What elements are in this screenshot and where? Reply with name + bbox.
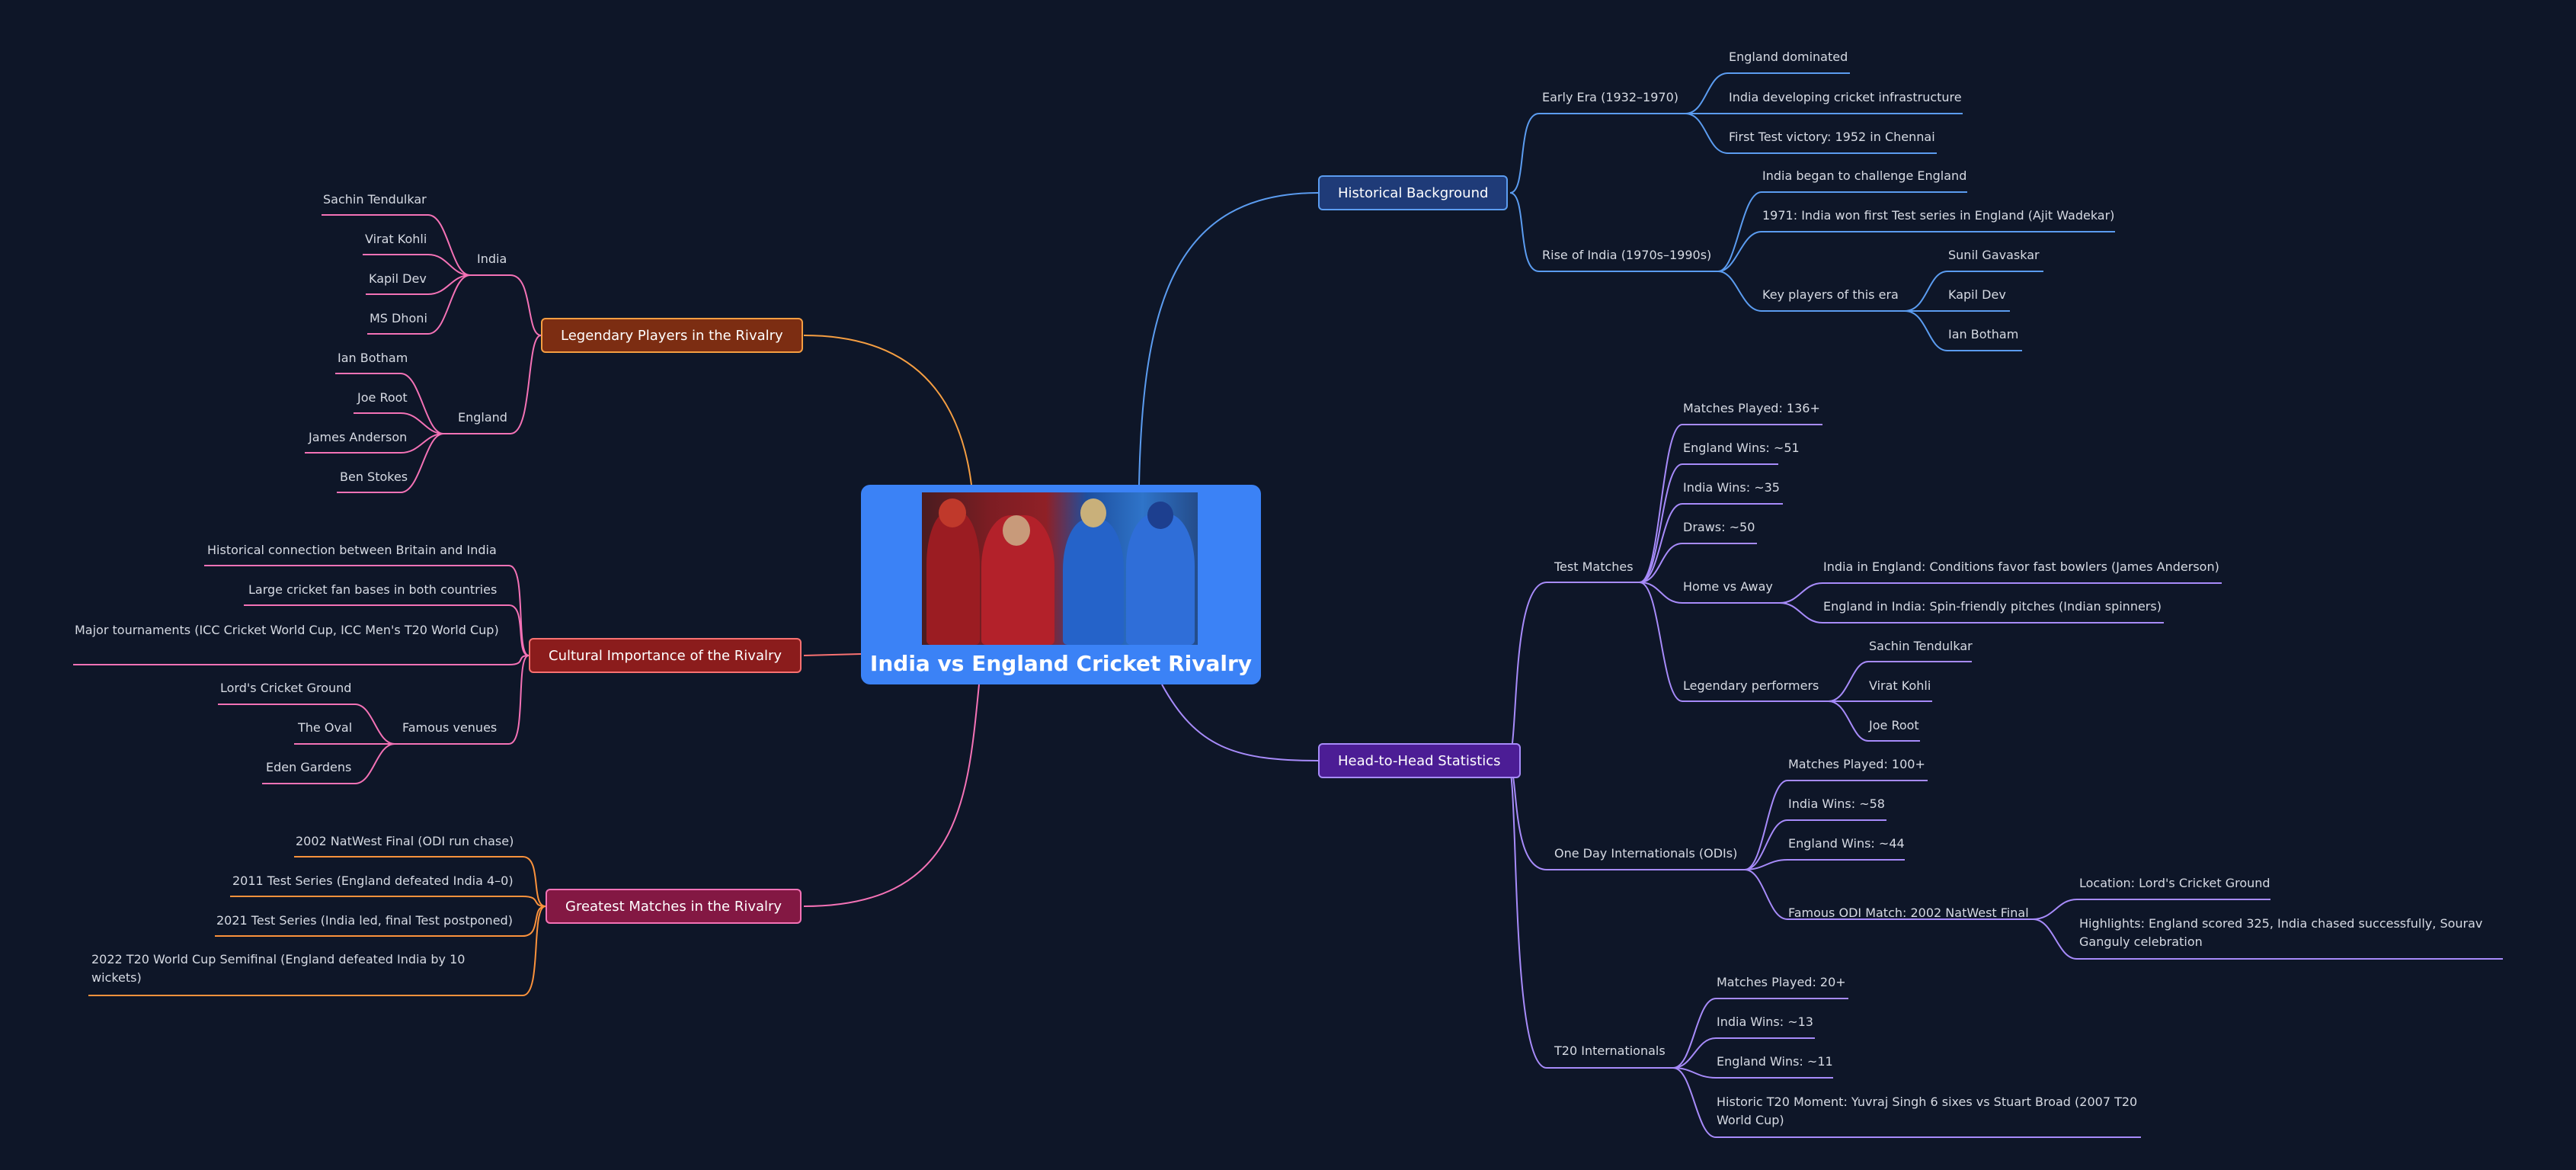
root-topic[interactable]: India vs England Cricket Rivalry bbox=[861, 485, 1261, 684]
topic-sachin-tendulkar[interactable]: Sachin Tendulkar bbox=[323, 192, 427, 207]
topic-india-developing[interactable]: India developing cricket infrastructure bbox=[1729, 90, 1962, 104]
topic-the-oval[interactable]: The Oval bbox=[298, 720, 353, 735]
connector-root-stats bbox=[1161, 684, 1319, 761]
topic-ian-botham-era[interactable]: Ian Botham bbox=[1948, 327, 2019, 341]
topic-rise-of-india[interactable]: Rise of India (1970s–1990s) bbox=[1542, 248, 1712, 262]
topic-eden-gardens[interactable]: Eden Gardens bbox=[266, 760, 352, 774]
topic-key-players-era[interactable]: Key players of this era bbox=[1762, 287, 1899, 302]
connector-root-legendary bbox=[803, 335, 972, 486]
topic-test-matches-played[interactable]: Matches Played: 136+ bbox=[1683, 401, 1820, 415]
topic-lords-cricket-ground[interactable]: Lord's Cricket Ground bbox=[220, 681, 352, 695]
topic-india-in-england[interactable]: India in England: Conditions favor fast … bbox=[1823, 559, 2219, 574]
topic-test-draws[interactable]: Draws: ~50 bbox=[1683, 520, 1755, 534]
topic-fan-bases[interactable]: Large cricket fan bases in both countrie… bbox=[248, 582, 498, 597]
branch-historical-background[interactable]: Historical Background bbox=[1318, 175, 1509, 210]
root-title: India vs England Cricket Rivalry bbox=[869, 651, 1253, 676]
topic-home-vs-away[interactable]: Home vs Away bbox=[1683, 579, 1773, 594]
topic-kapil-dev[interactable]: Kapil Dev bbox=[369, 271, 427, 286]
topic-ms-dhoni[interactable]: MS Dhoni bbox=[370, 311, 427, 325]
connector-root-cultural bbox=[803, 653, 862, 656]
topic-performer-sachin[interactable]: Sachin Tendulkar bbox=[1869, 639, 1973, 653]
topic-early-era[interactable]: Early Era (1932–1970) bbox=[1542, 90, 1678, 104]
topic-england-dominated[interactable]: England dominated bbox=[1729, 50, 1848, 64]
topic-kapil-dev-era[interactable]: Kapil Dev bbox=[1948, 287, 2006, 302]
connector-root-greatest bbox=[803, 684, 980, 907]
topic-ben-stokes[interactable]: Ben Stokes bbox=[340, 470, 408, 484]
topic-odi-england-wins[interactable]: England Wins: ~44 bbox=[1788, 836, 1905, 851]
topic-england-in-india[interactable]: England in India: Spin-friendly pitches … bbox=[1823, 599, 2162, 614]
branch-head-to-head-statistics[interactable]: Head-to-Head Statistics bbox=[1318, 743, 1521, 778]
topic-historical-connection[interactable]: Historical connection between Britain an… bbox=[207, 543, 497, 557]
topic-1971-series[interactable]: 1971: India won first Test series in Eng… bbox=[1762, 208, 2115, 223]
cricket-players-photo bbox=[922, 492, 1198, 645]
topic-test-matches[interactable]: Test Matches bbox=[1554, 559, 1634, 574]
topic-famous-venues[interactable]: Famous venues bbox=[402, 720, 498, 735]
topic-famous-odi-match[interactable]: Famous ODI Match: 2002 NatWest Final bbox=[1788, 906, 2029, 920]
topic-legendary-performers[interactable]: Legendary performers bbox=[1683, 678, 1819, 693]
branch-legendary-players[interactable]: Legendary Players in the Rivalry bbox=[541, 318, 803, 353]
topic-test-england-wins[interactable]: England Wins: ~51 bbox=[1683, 441, 1800, 455]
topic-test-india-wins[interactable]: India Wins: ~35 bbox=[1683, 480, 1780, 495]
topic-odi-highlights[interactable]: Highlights: England scored 325, India ch… bbox=[2079, 916, 2483, 949]
topic-joe-root[interactable]: Joe Root bbox=[357, 390, 408, 405]
topic-india-began-challenge[interactable]: India began to challenge England bbox=[1762, 168, 1967, 183]
topic-odi-matches-played[interactable]: Matches Played: 100+ bbox=[1788, 757, 1925, 771]
topic-t20-internationals[interactable]: T20 Internationals bbox=[1554, 1043, 1666, 1058]
topic-sunil-gavaskar[interactable]: Sunil Gavaskar bbox=[1948, 248, 2040, 262]
topic-odis[interactable]: One Day Internationals (ODIs) bbox=[1554, 846, 1738, 861]
topic-ian-botham[interactable]: Ian Botham bbox=[338, 351, 408, 365]
topic-major-tournaments[interactable]: Major tournaments (ICC Cricket World Cup… bbox=[75, 623, 499, 637]
topic-odi-india-wins[interactable]: India Wins: ~58 bbox=[1788, 797, 1885, 811]
topic-2002-natwest-final[interactable]: 2002 NatWest Final (ODI run chase) bbox=[296, 834, 514, 848]
topic-first-test-victory[interactable]: First Test victory: 1952 in Chennai bbox=[1729, 130, 1935, 144]
topic-t20-historic-moment[interactable]: Historic T20 Moment: Yuvraj Singh 6 sixe… bbox=[1717, 1095, 2138, 1127]
topic-india-players[interactable]: India bbox=[477, 252, 507, 266]
branch-greatest-matches[interactable]: Greatest Matches in the Rivalry bbox=[546, 889, 802, 924]
topic-t20-india-wins[interactable]: India Wins: ~13 bbox=[1717, 1015, 1813, 1029]
topic-t20-matches-played[interactable]: Matches Played: 20+ bbox=[1717, 975, 1846, 989]
topic-james-anderson[interactable]: James Anderson bbox=[309, 430, 408, 444]
topic-england-players[interactable]: England bbox=[458, 410, 507, 425]
topic-performer-kohli[interactable]: Virat Kohli bbox=[1869, 678, 1931, 693]
topic-2021-test-series[interactable]: 2021 Test Series (India led, final Test … bbox=[216, 913, 513, 928]
topic-performer-root[interactable]: Joe Root bbox=[1869, 718, 1919, 732]
topic-t20-england-wins[interactable]: England Wins: ~11 bbox=[1717, 1054, 1833, 1069]
topic-virat-kohli[interactable]: Virat Kohli bbox=[365, 232, 427, 246]
connector-root-historical bbox=[1138, 192, 1319, 486]
topic-2022-t20-semifinal[interactable]: 2022 T20 World Cup Semifinal (England de… bbox=[91, 952, 466, 985]
topic-2011-test-series[interactable]: 2011 Test Series (England defeated India… bbox=[232, 873, 514, 888]
branch-cultural-importance[interactable]: Cultural Importance of the Rivalry bbox=[529, 638, 802, 673]
topic-odi-location[interactable]: Location: Lord's Cricket Ground bbox=[2079, 876, 2270, 890]
